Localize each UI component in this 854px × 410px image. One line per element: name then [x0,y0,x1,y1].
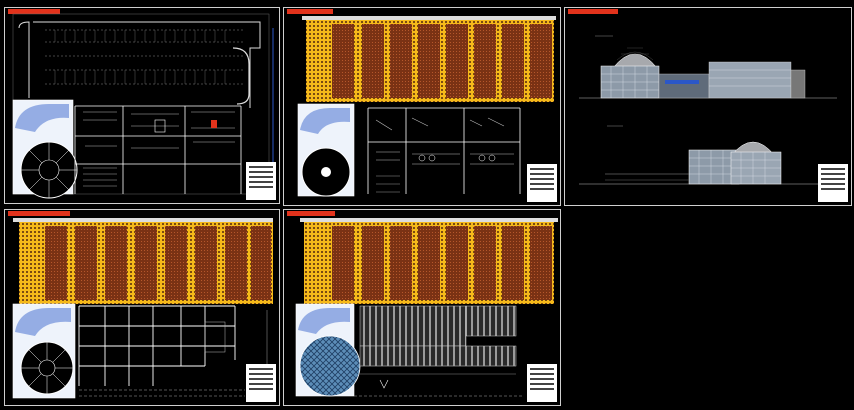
drawing-sheet-elevations[interactable]: ALZADOS / FACHADAS [564,7,852,206]
elevations-drawing [579,35,837,185]
sheet-title-bar: ALZADOS / FACHADAS [568,9,618,14]
title-block [818,164,848,202]
sheet-title-bar: PLANTA DE CONJUNTO [287,9,333,14]
drawing-sheet-solar-plan[interactable]: PLANTA DE CONJUNTO [283,7,561,206]
roof-plan-drawing [295,218,558,397]
parking-plan-drawing [12,13,274,199]
title-block [527,364,557,402]
sheet-title-bar: PLANTA DE ESTACIONAMIENTO [8,9,60,14]
title-block [527,164,557,202]
solar-plan-drawing [297,16,556,197]
drawing-sheet-parking-plan[interactable]: PLANTA DE ESTACIONAMIENTO [4,7,280,204]
drawing-sheet-roof-plan[interactable]: PLANTA DE TECHOS [283,209,561,406]
title-block [246,364,276,402]
title-block [246,162,276,200]
sheet-title-bar: PLANTA DE TECHOS [287,211,335,216]
drawing-sheet-floor-plan[interactable]: PLANTA ARQUITECTONICA [4,209,280,406]
floor-plan-drawing [12,218,273,399]
sheet-title-bar: PLANTA ARQUITECTONICA [8,211,70,216]
